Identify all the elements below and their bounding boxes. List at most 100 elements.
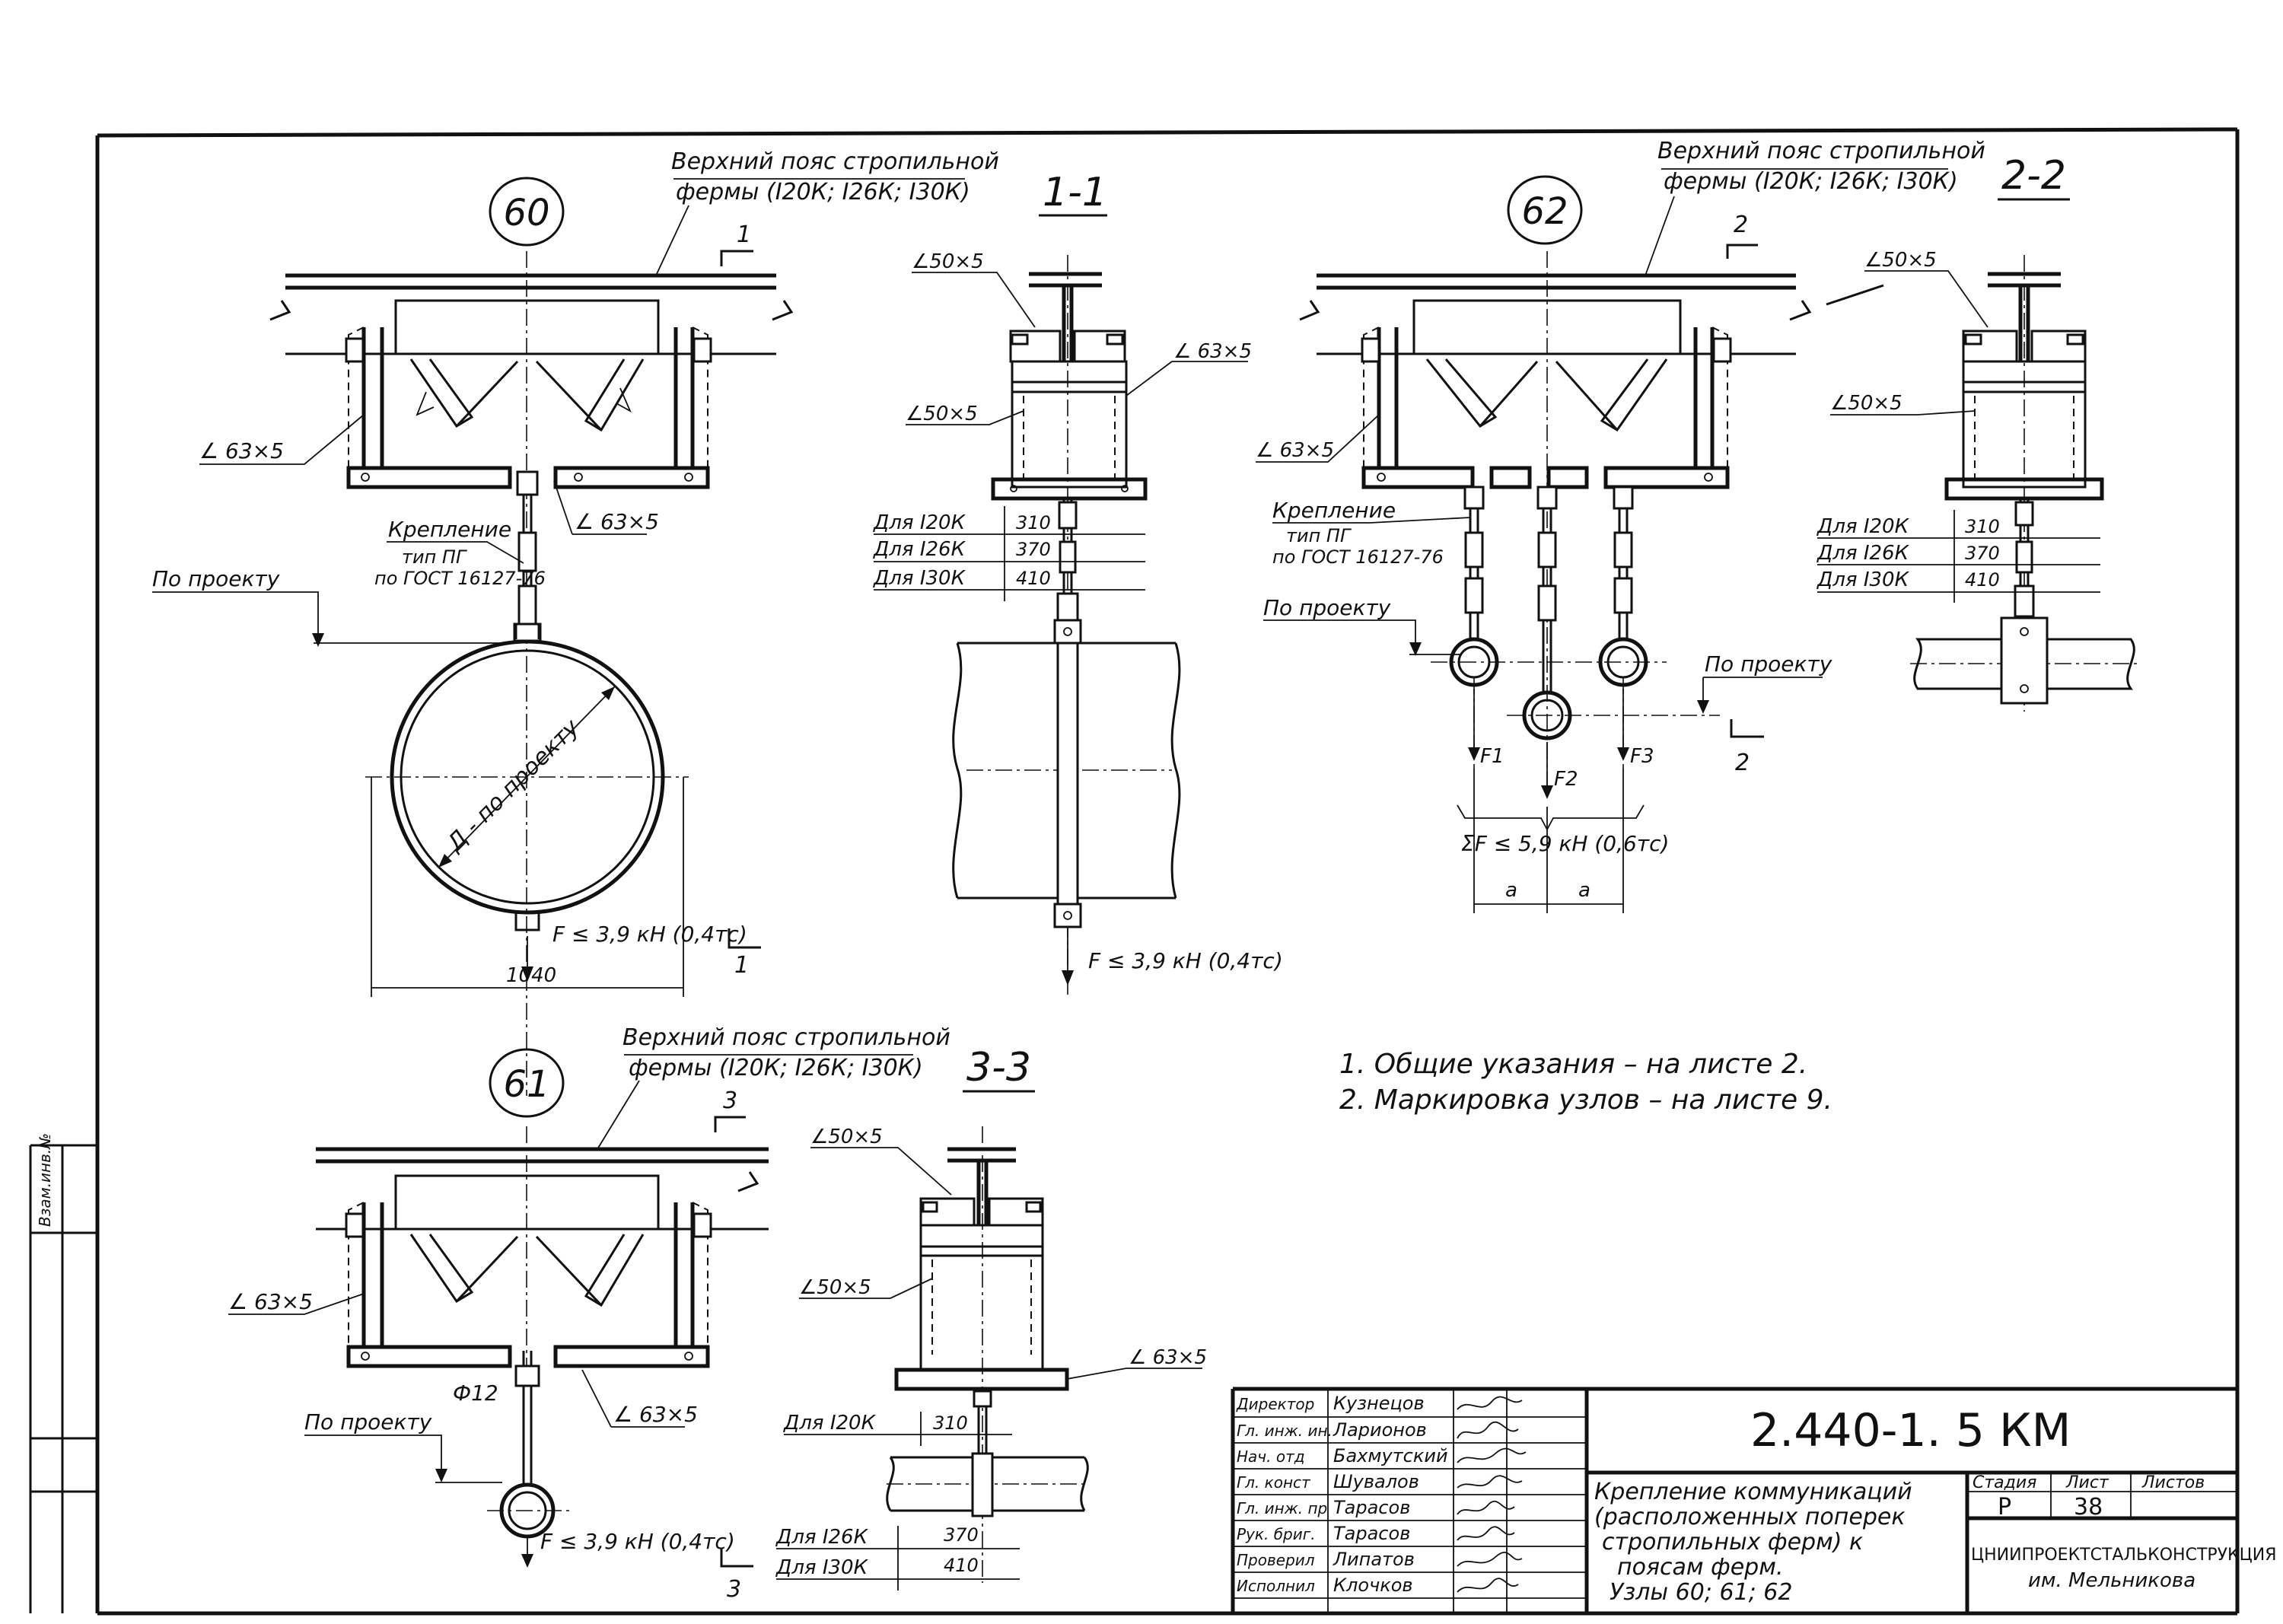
node-62-fastening-2: тип ПГ: [1286, 525, 1352, 546]
section-mark-3-bottom: [720, 1549, 753, 1568]
staff-name-1: Ларионов: [1333, 1419, 1427, 1441]
node-62-plate: [1412, 299, 1682, 355]
staff-role-1: Гл. инж. ин.: [1237, 1422, 1333, 1440]
staff-name-3: Шувалов: [1333, 1471, 1419, 1492]
staff-role-7: Исполнил: [1237, 1577, 1315, 1595]
node-60-diameter-label: Д - по проекту: [441, 714, 584, 858]
stage-value: Р: [1998, 1494, 2011, 1521]
sheets-header: Листов: [2141, 1473, 2205, 1492]
staff-name-4: Тарасов: [1333, 1497, 1410, 1518]
staff-name-7: Клочков: [1333, 1575, 1413, 1596]
org-line-1: ЦНИИПРОЕКТСТАЛЬКОНСТРУКЦИЯ: [1971, 1546, 2277, 1565]
note-2: 2. Маркировка узлов – на листе 9.: [1339, 1084, 1832, 1116]
node-62-number: 62: [1521, 190, 1568, 233]
title-line-5: Узлы 60; 61; 62: [1610, 1579, 1792, 1606]
section-2-2: ∠50×5 ∠50×5 Для I20К Для I26К Для I30К 3…: [1817, 249, 2138, 712]
title-line-4: поясам ферм.: [1617, 1554, 1783, 1581]
section-1-1-bottom-angle: [991, 477, 1148, 501]
node-60-marker: [489, 177, 565, 247]
section-mark-1-bottom-num: 1: [734, 952, 749, 979]
section-mark-3-top-num: 3: [723, 1087, 737, 1114]
node-62-f2: F2: [1554, 768, 1578, 791]
node-62-chord-label-1: Верхний пояс стропильной: [1657, 138, 1985, 164]
section-mark-2-top-num: 2: [1734, 212, 1748, 238]
section-1-1-dim-370: 370: [1016, 539, 1051, 560]
section-1-1-clamp: [1056, 619, 1079, 926]
node-60: 60 Верхний пояс стропильной фермы (I20К;…: [152, 148, 999, 1096]
node-62-f3: F3: [1630, 745, 1654, 768]
node-61-top-chord: [316, 1147, 769, 1164]
section-1-1-pipe-left-break: [952, 642, 963, 899]
node-61-marker: [489, 1048, 565, 1118]
node-60-plate: [394, 299, 660, 355]
section-3-3-angle-50-top: ∠50×5: [810, 1126, 883, 1148]
node-60-chord-label-2: фермы (I20К; I26К; I30К): [676, 179, 970, 205]
section-1-1-angle-50-side: ∠50×5: [906, 403, 978, 425]
staff-role-3: Гл. конст: [1237, 1473, 1311, 1492]
node-61-rod-d12: Ф12: [453, 1380, 498, 1406]
section-mark-2-bottom: [1730, 719, 1764, 738]
node-60-top-chord: [285, 273, 776, 290]
staff-role-0: Директор: [1236, 1395, 1314, 1413]
sheet-header: Лист: [2065, 1473, 2109, 1492]
margin-stamp: Взам.инв.№: [36, 1133, 54, 1227]
node-62: 62 Верхний пояс стропильной фермы (I20К;…: [1256, 138, 2070, 913]
node-61-force: F ≤ 3,9 кН (0,4тс): [540, 1529, 735, 1554]
node-62-left-angle: [1377, 327, 1399, 468]
section-3-3-angle-63: ∠ 63×5: [1129, 1346, 1207, 1369]
section-3-3-dim-310: 310: [933, 1412, 968, 1434]
section-1-1-tee-web: [1062, 285, 1074, 361]
staff-role-5: Рук. бриг.: [1237, 1525, 1316, 1543]
section-1-1-for-i20: Для I20К: [873, 511, 966, 534]
section-mark-3-top: [714, 1116, 746, 1132]
section-2-2-angle-50-top: ∠50×5: [1864, 249, 1937, 272]
section-3-3-dim-410: 410: [944, 1555, 979, 1576]
section-1-1-angle-63: ∠ 63×5: [1173, 340, 1252, 363]
node-62-marker: [1507, 175, 1583, 245]
section-1-1: 1-1 F ≤ 3,9 кН (0,4тс) ∠50×5: [873, 170, 1283, 997]
node-62-hanger-3: [1598, 486, 1648, 769]
margin-strip: Взам.инв.№: [29, 1133, 97, 1613]
section-mark-1-top-num: 1: [737, 221, 751, 248]
node-60-number: 60: [503, 192, 549, 234]
section-1-1-pipe-right-break: [1170, 642, 1181, 899]
node-62-right-angle: [1693, 327, 1715, 468]
section-1-1-dim-310: 310: [1016, 512, 1051, 533]
section-2-2-dim-370: 370: [1965, 543, 2000, 564]
node-61-number: 61: [503, 1063, 549, 1106]
section-1-1-tee-flange: [1029, 272, 1102, 288]
section-2-2-for-i30: Для I30К: [1817, 568, 1910, 591]
frame-top: [97, 127, 2238, 138]
node-62-by-project-left: По проекту: [1263, 595, 1391, 620]
title-line-1: Крепление коммуникаций: [1594, 1479, 1912, 1505]
section-mark-3-bottom-num: 3: [727, 1576, 741, 1603]
title-block-frame: [1231, 1387, 2237, 1613]
section-2-2-for-i20: Для I20К: [1817, 515, 1910, 538]
node-60-by-project: По проекту: [152, 566, 280, 591]
section-mark-1-bottom: [728, 928, 761, 949]
node-60-left-angle: [361, 327, 384, 468]
title-line-2: (расположенных поперек: [1594, 1504, 1905, 1530]
node-61-chord-label-2: фермы (I20К; I26К; I30К): [629, 1055, 923, 1081]
section-mark-2-top: [1726, 244, 1758, 259]
section-2-2-angle-50-side: ∠50×5: [1830, 392, 1902, 415]
staff-role-2: Нач. отд: [1237, 1447, 1305, 1466]
node-62-chord-label-2: фермы (I20К; I26К; I30К): [1664, 168, 1958, 195]
node-60-right-angle: [673, 327, 695, 468]
staff-role-4: Гл. инж. пр: [1237, 1499, 1327, 1517]
node-62-sum-force: ΣF ≤ 5,9 кН (0,6тс): [1461, 831, 1669, 856]
node-60-fastening-2: тип ПГ: [402, 546, 467, 568]
node-60-angle-63-left: ∠ 63×5: [199, 438, 284, 463]
section-3-3-dim-370: 370: [944, 1524, 979, 1546]
section-2-2-for-i26: Для I26К: [1817, 542, 1910, 565]
staff-name-6: Липатов: [1333, 1549, 1415, 1570]
section-mark-1-top: [720, 250, 753, 266]
section-3-3: ∠50×5 ∠50×5 ∠ 63×5 Для I20К 310 Для I26К…: [775, 1126, 1207, 1591]
node-62-angle-63: ∠ 63×5: [1256, 439, 1334, 462]
section-3-3-for-i26: Для I26К: [775, 1526, 869, 1549]
node-61-by-project: По проекту: [304, 1409, 432, 1435]
node-60-bottom-angle-right: [553, 466, 710, 489]
staff-name-5: Тарасов: [1333, 1523, 1410, 1544]
section-2-2-pipe: [1913, 638, 2135, 690]
